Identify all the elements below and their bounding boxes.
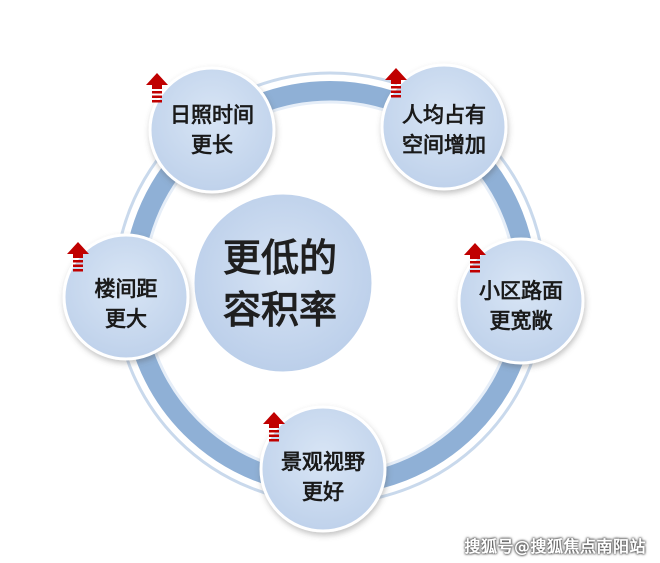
node-left-label: 楼间距 更大	[76, 274, 176, 334]
node-left-line1: 楼间距	[94, 277, 158, 301]
watermark: 搜狐号@搜狐焦点南阳站	[464, 537, 646, 556]
center-label: 更低的 容积率	[180, 232, 380, 336]
node-top-right-line2: 空间增加	[402, 133, 486, 157]
center-label-line1: 更低的	[222, 236, 337, 280]
node-left	[62, 233, 190, 361]
node-bottom-label: 景观视野 更好	[273, 447, 373, 507]
node-right-line2: 更宽敞	[489, 309, 553, 333]
node-right	[457, 237, 585, 365]
node-top-right-label: 人均占有 空间增加	[394, 100, 494, 160]
node-bottom-line2: 更好	[302, 480, 344, 504]
node-bottom-circle	[259, 405, 387, 533]
center-label-line2: 容积率	[222, 288, 337, 332]
node-right-circle	[457, 237, 585, 365]
node-top-right-circle	[380, 63, 508, 191]
node-right-line1: 小区路面	[479, 279, 563, 303]
node-top-left-line1: 日照时间	[170, 103, 254, 127]
node-top-left	[146, 66, 276, 194]
node-right-label: 小区路面 更宽敞	[471, 276, 571, 336]
node-bottom	[259, 405, 387, 533]
center-circle	[191, 191, 375, 375]
node-left-line2: 更大	[105, 307, 147, 331]
node-top-left-line2: 更长	[191, 133, 233, 157]
node-top-left-label: 日照时间 更长	[162, 100, 262, 160]
node-top-right-line1: 人均占有	[402, 103, 486, 127]
node-bottom-line1: 景观视野	[281, 450, 365, 474]
node-top-left-circle	[148, 66, 276, 194]
node-left-circle	[62, 233, 190, 361]
node-top-right	[380, 63, 508, 191]
